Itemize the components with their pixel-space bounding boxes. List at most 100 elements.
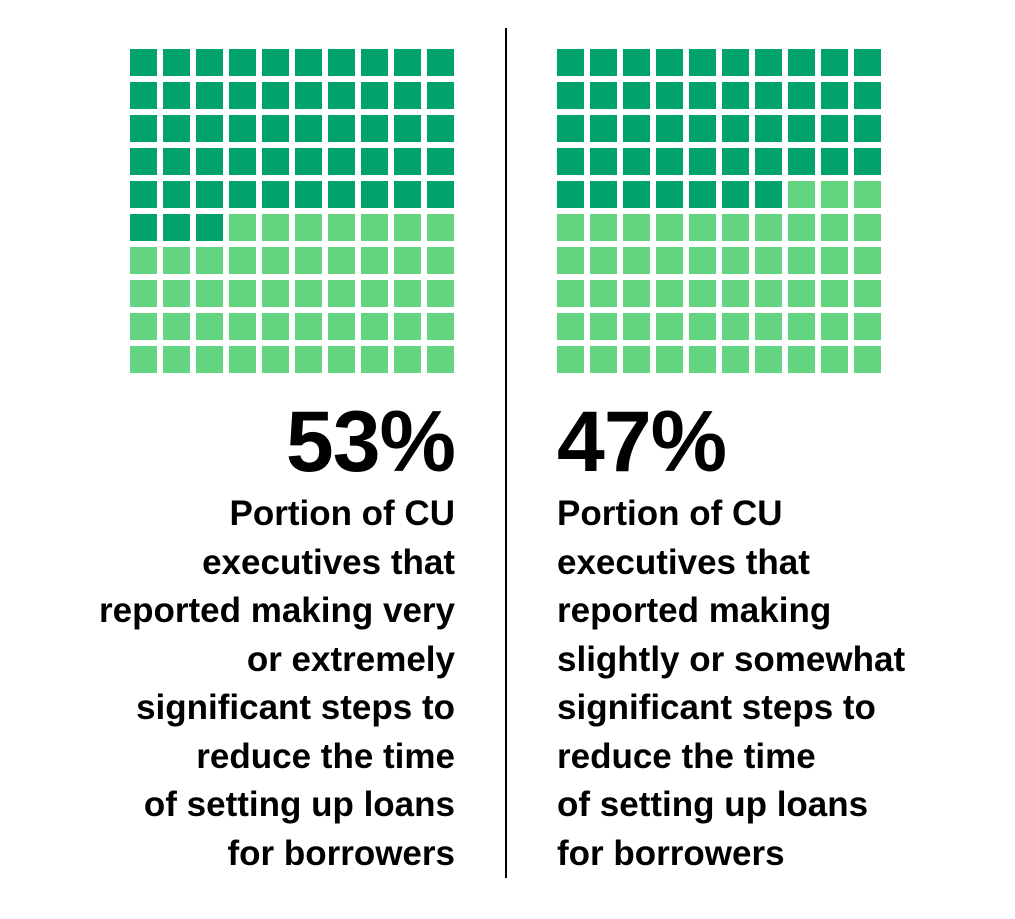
waffle-cell-remainder (590, 214, 617, 241)
waffle-cell-highlight (361, 49, 388, 76)
waffle-cell-remainder (130, 313, 157, 340)
waffle-cell-remainder (163, 280, 190, 307)
waffle-cell-remainder (689, 280, 716, 307)
waffle-cell-remainder (722, 346, 749, 373)
waffle-cell-highlight (196, 49, 223, 76)
waffle-cell-remainder (427, 214, 454, 241)
waffle-cell-highlight (557, 181, 584, 208)
waffle-cell-highlight (295, 115, 322, 142)
waffle-cell-highlight (328, 82, 355, 109)
waffle-cell-highlight (196, 181, 223, 208)
waffle-cell-highlight (854, 115, 881, 142)
waffle-cell-highlight (229, 49, 256, 76)
waffle-cell-highlight (229, 181, 256, 208)
waffle-cell-remainder (328, 280, 355, 307)
waffle-cell-remainder (722, 214, 749, 241)
waffle-cell-highlight (557, 115, 584, 142)
waffle-cell-highlight (656, 49, 683, 76)
waffle-cell-remainder (361, 346, 388, 373)
waffle-cell-remainder (196, 346, 223, 373)
waffle-cell-remainder (427, 247, 454, 274)
description-line: slightly or somewhat (557, 639, 906, 679)
waffle-cell-highlight (394, 49, 421, 76)
description-line: or extremely (246, 639, 455, 679)
waffle-cell-highlight (262, 181, 289, 208)
waffle-cell-remainder (755, 346, 782, 373)
waffle-cell-highlight (394, 82, 421, 109)
waffle-cell-highlight (656, 115, 683, 142)
waffle-cell-remainder (394, 214, 421, 241)
waffle-cell-highlight (328, 115, 355, 142)
waffle-cell-remainder (854, 280, 881, 307)
waffle-cell-remainder (590, 346, 617, 373)
percent-label-right: 47% (557, 394, 727, 490)
waffle-cell-remainder (394, 346, 421, 373)
waffle-cell-highlight (295, 49, 322, 76)
waffle-cell-highlight (821, 82, 848, 109)
waffle-cell-highlight (361, 82, 388, 109)
waffle-cell-remainder (328, 214, 355, 241)
waffle-cell-remainder (788, 346, 815, 373)
waffle-cell-highlight (854, 49, 881, 76)
waffle-cell-highlight (722, 82, 749, 109)
waffle-cell-remainder (854, 181, 881, 208)
waffle-cell-remainder (130, 280, 157, 307)
waffle-cell-highlight (262, 82, 289, 109)
waffle-cell-remainder (295, 214, 322, 241)
waffle-cell-remainder (788, 214, 815, 241)
waffle-cell-remainder (590, 247, 617, 274)
waffle-cell-highlight (656, 181, 683, 208)
waffle-cell-remainder (229, 247, 256, 274)
waffle-cell-remainder (262, 280, 289, 307)
waffle-cell-remainder (427, 280, 454, 307)
waffle-cell-remainder (656, 280, 683, 307)
waffle-cell-remainder (722, 313, 749, 340)
waffle-cell-highlight (689, 49, 716, 76)
description-line: executives that (557, 542, 810, 582)
waffle-cell-highlight (623, 49, 650, 76)
waffle-cell-highlight (755, 82, 782, 109)
waffle-cell-remainder (557, 247, 584, 274)
waffle-cell-highlight (623, 148, 650, 175)
waffle-cell-highlight (196, 115, 223, 142)
waffle-cell-remainder (295, 247, 322, 274)
waffle-cell-remainder (361, 214, 388, 241)
waffle-cell-remainder (821, 346, 848, 373)
waffle-cell-remainder (755, 313, 782, 340)
waffle-cell-highlight (229, 148, 256, 175)
waffle-cell-highlight (590, 148, 617, 175)
waffle-cell-highlight (130, 181, 157, 208)
waffle-cell-remainder (163, 247, 190, 274)
waffle-cell-remainder (821, 280, 848, 307)
waffle-cell-remainder (722, 280, 749, 307)
description-line: reported making (557, 591, 832, 630)
waffle-cell-highlight (755, 181, 782, 208)
waffle-cell-highlight (755, 148, 782, 175)
waffle-cell-highlight (590, 82, 617, 109)
waffle-cell-remainder (821, 181, 848, 208)
waffle-cell-highlight (623, 181, 650, 208)
waffle-cell-highlight (755, 49, 782, 76)
divider (505, 28, 507, 878)
waffle-cell-remainder (755, 247, 782, 274)
waffle-chart-left (130, 49, 456, 375)
waffle-cell-highlight (328, 181, 355, 208)
waffle-cell-remainder (623, 214, 650, 241)
waffle-cell-remainder (295, 280, 322, 307)
waffle-cell-highlight (755, 115, 782, 142)
waffle-cell-highlight (328, 49, 355, 76)
waffle-cell-remainder (361, 313, 388, 340)
waffle-cell-highlight (229, 82, 256, 109)
description-line: Portion of CU (229, 494, 455, 533)
description-line: reduce the time (557, 736, 816, 776)
waffle-cell-highlight (262, 148, 289, 175)
waffle-cell-remainder (656, 247, 683, 274)
percent-label-left: 53% (285, 394, 456, 490)
waffle-cell-remainder (557, 346, 584, 373)
waffle-cell-highlight (689, 181, 716, 208)
waffle-cell-remainder (361, 280, 388, 307)
description-line: of setting up loans (143, 785, 455, 824)
waffle-cell-remainder (328, 346, 355, 373)
waffle-cell-remainder (229, 346, 256, 373)
waffle-cell-highlight (361, 115, 388, 142)
